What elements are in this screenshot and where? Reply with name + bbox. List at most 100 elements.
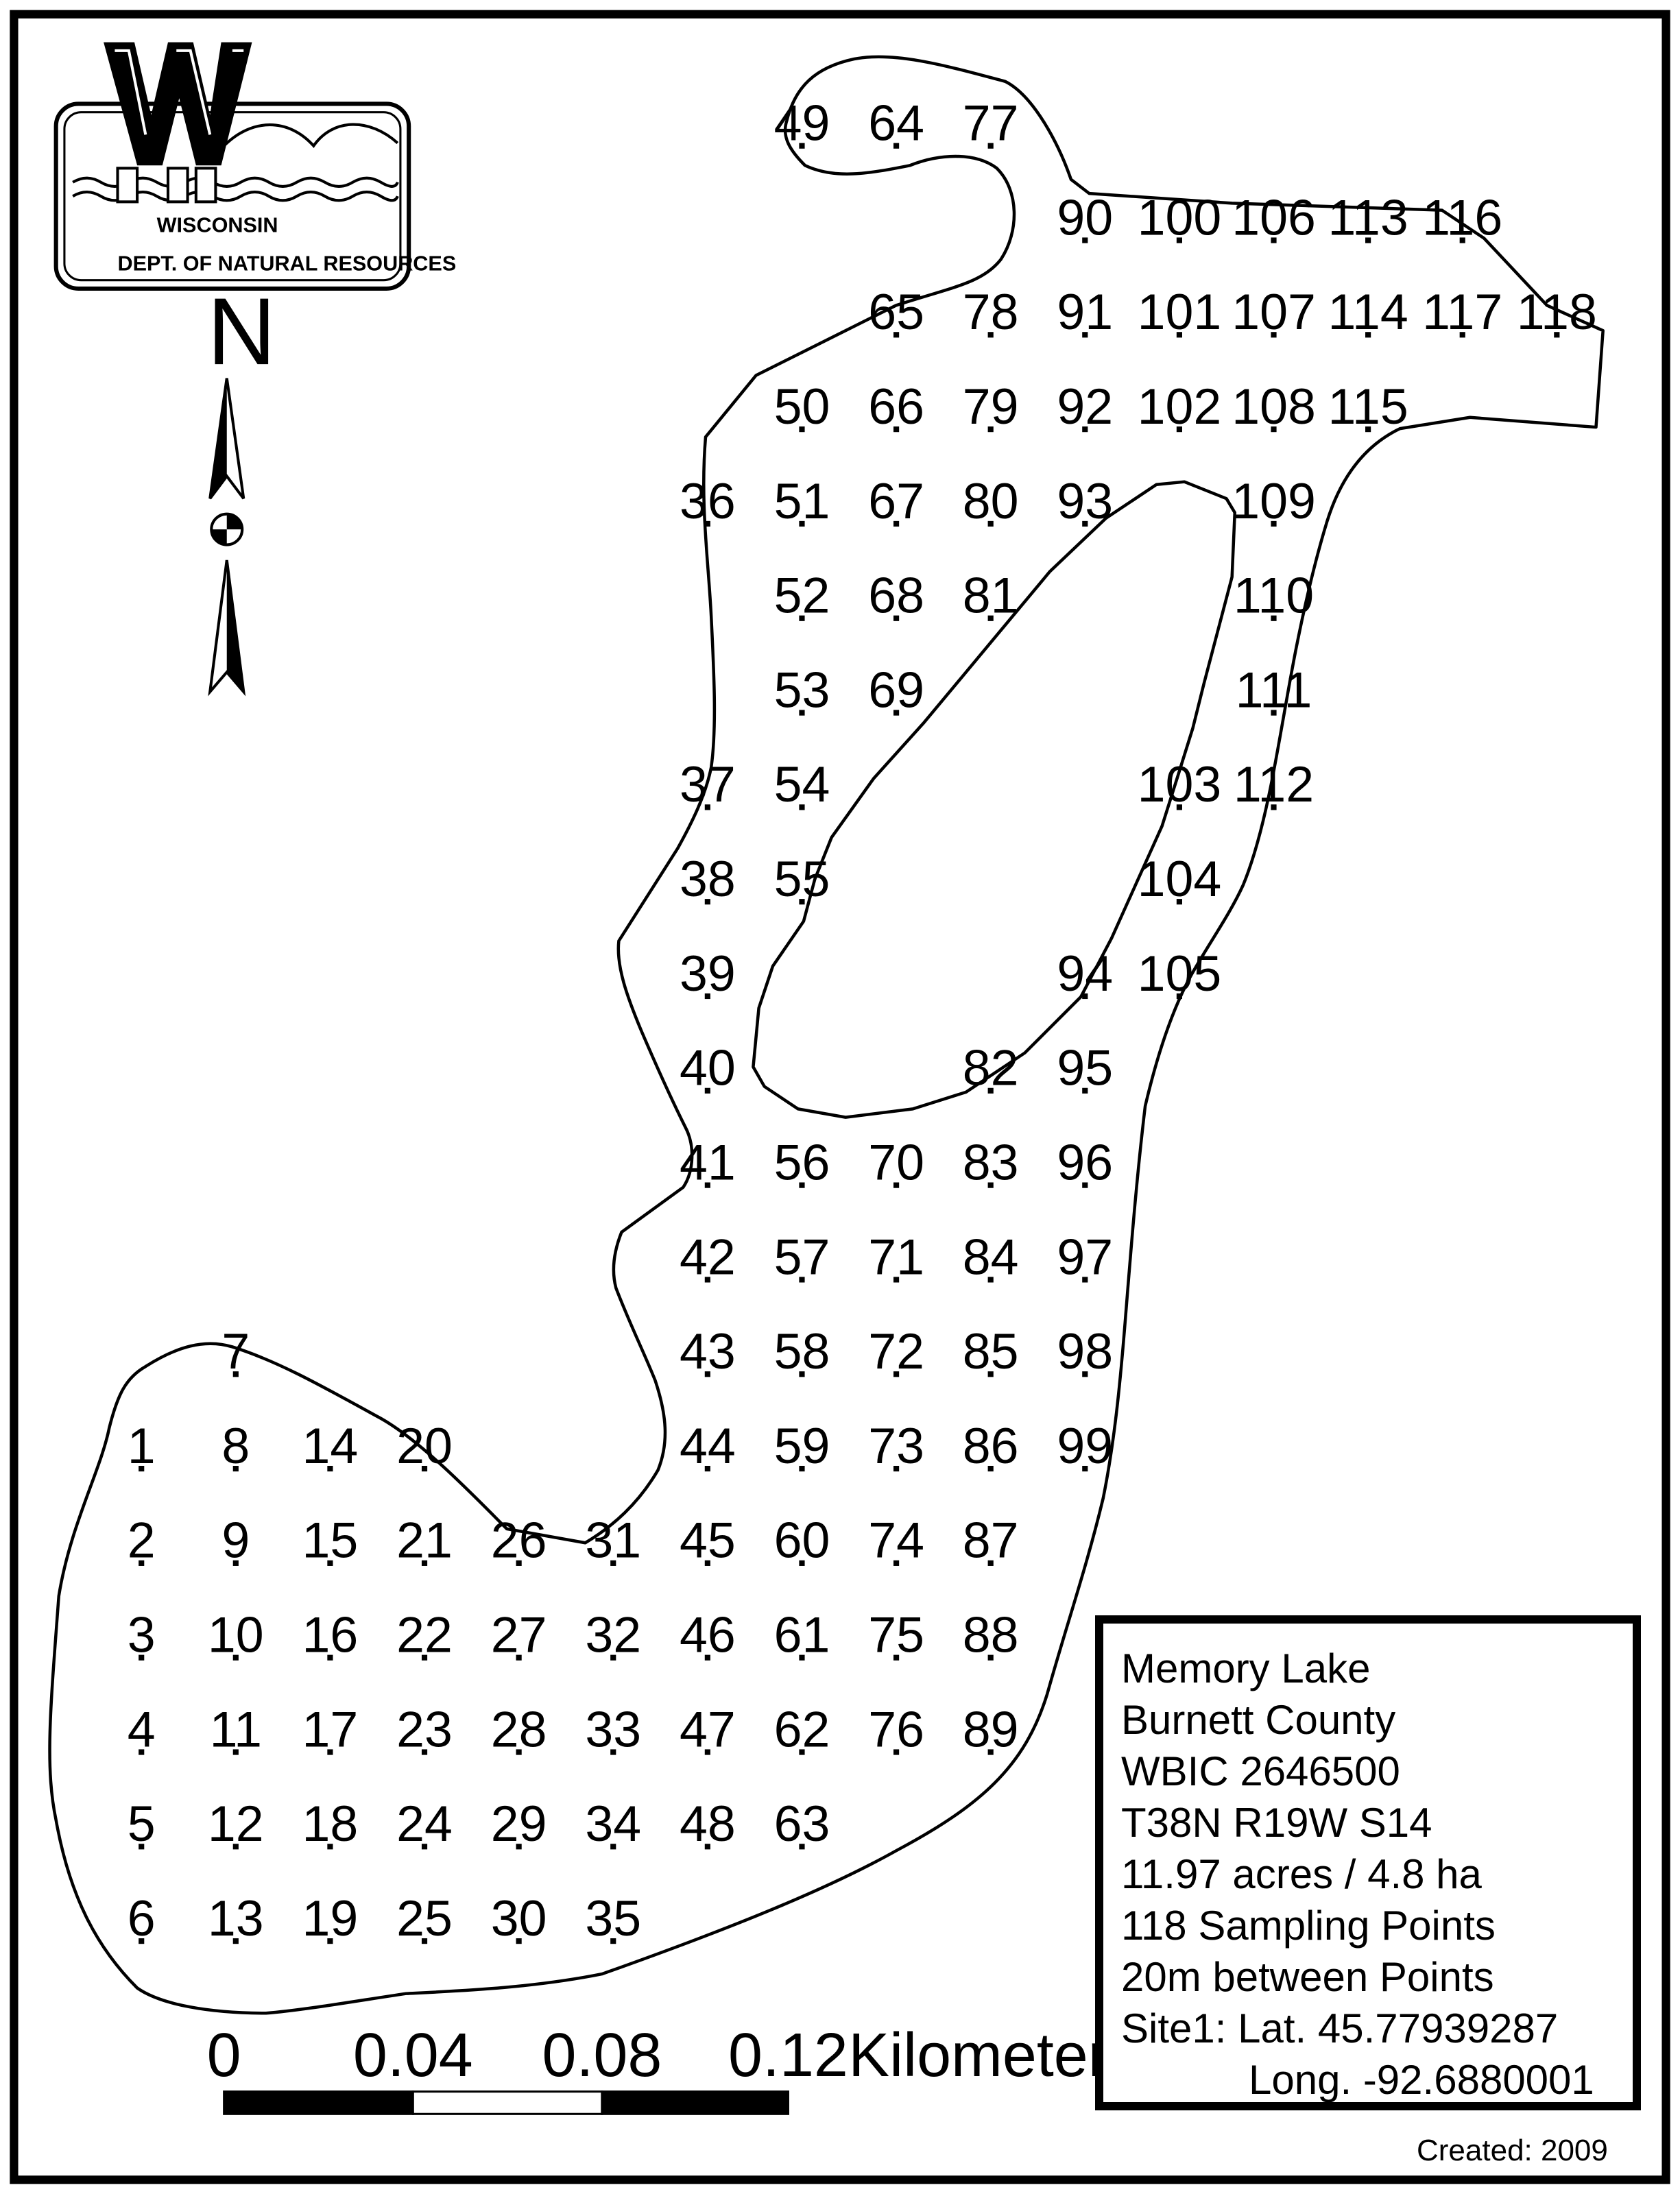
sampling-point: 3 — [128, 1606, 156, 1663]
sampling-point-label: 54 — [774, 756, 830, 812]
sampling-point-marker — [704, 520, 710, 527]
sampling-point-label: 80 — [963, 472, 1019, 529]
sampling-point: 89 — [963, 1700, 1019, 1757]
sampling-point: 79 — [963, 378, 1019, 435]
sampling-point-marker — [1082, 520, 1088, 527]
sampling-point: 98 — [1057, 1323, 1113, 1379]
sampling-point-label: 38 — [680, 850, 736, 907]
sampling-point-label: 109 — [1232, 472, 1316, 529]
sampling-point-marker — [232, 1371, 239, 1377]
sampling-point-label: 103 — [1138, 756, 1222, 812]
sampling-point-marker — [327, 1749, 333, 1755]
sampling-point-label: 102 — [1138, 378, 1222, 435]
sampling-point: 29 — [491, 1795, 547, 1852]
sampling-point: 66 — [868, 378, 924, 435]
sampling-point-marker — [987, 1087, 994, 1094]
sampling-point: 97 — [1057, 1228, 1113, 1285]
sampling-point-label: 64 — [868, 95, 924, 152]
sampling-point-label: 8 — [221, 1417, 250, 1474]
sampling-point: 101 — [1138, 283, 1222, 340]
sampling-point-marker — [610, 1844, 616, 1850]
sampling-point-label: 66 — [868, 378, 924, 435]
sampling-point-label: 118 — [1517, 283, 1597, 340]
sampling-point-marker — [704, 1749, 710, 1755]
sampling-point: 61 — [774, 1606, 830, 1663]
scale-tick-1: 0.04 — [353, 2021, 473, 2090]
sampling-point-marker — [799, 615, 805, 621]
sampling-point-marker — [704, 1371, 710, 1377]
sampling-point-marker — [516, 1560, 522, 1566]
sampling-point-marker — [799, 1844, 805, 1850]
sampling-point-marker — [421, 1938, 428, 1944]
sampling-point-marker — [893, 1371, 900, 1377]
sampling-point: 18 — [302, 1795, 359, 1852]
sampling-point-label: 26 — [491, 1512, 547, 1569]
sampling-point: 57 — [774, 1228, 830, 1285]
sampling-point-label: 24 — [396, 1795, 453, 1852]
sampling-point-label: 113 — [1328, 189, 1408, 245]
sampling-point: 12 — [208, 1795, 264, 1852]
sampling-point: 6 — [128, 1890, 156, 1946]
sampling-point-label: 92 — [1057, 378, 1113, 435]
sampling-point-label: 84 — [963, 1228, 1019, 1285]
sampling-point-label: 81 — [963, 567, 1019, 624]
sampling-point: 33 — [585, 1700, 641, 1757]
sampling-point: 70 — [868, 1133, 924, 1190]
sampling-point: 104 — [1138, 850, 1222, 907]
sampling-point-label: 76 — [868, 1700, 924, 1757]
sampling-point: 78 — [963, 283, 1019, 340]
sampling-point-marker — [799, 1182, 805, 1188]
sampling-point-label: 14 — [302, 1417, 359, 1474]
sampling-point-marker — [327, 1465, 333, 1472]
sampling-point-label: 27 — [491, 1606, 547, 1663]
sampling-point: 7 — [221, 1323, 250, 1379]
sampling-point-marker — [1082, 1087, 1088, 1094]
sampling-point-label: 30 — [491, 1890, 547, 1946]
sampling-point: 96 — [1057, 1133, 1113, 1190]
sampling-point: 69 — [868, 661, 924, 718]
scale-bar: 0 0.04 0.08 0.12 Kilometers — [207, 2021, 1140, 2115]
sampling-point-marker — [1271, 237, 1277, 243]
sampling-point: 95 — [1057, 1039, 1113, 1096]
sampling-point-label: 49 — [774, 95, 830, 152]
sampling-point: 24 — [396, 1795, 453, 1852]
north-arrow-icon: N — [207, 278, 276, 697]
sampling-point-label: 91 — [1057, 283, 1113, 340]
sampling-point-label: 40 — [680, 1039, 736, 1096]
sampling-point-label: 86 — [963, 1417, 1019, 1474]
sampling-point: 71 — [868, 1228, 924, 1285]
sampling-point-marker — [704, 899, 710, 905]
sampling-point: 114 — [1328, 283, 1408, 340]
sampling-point-marker — [987, 426, 994, 433]
sampling-point-label: 51 — [774, 472, 830, 529]
sampling-point: 65 — [868, 283, 924, 340]
sampling-point-marker — [893, 1277, 900, 1283]
sampling-point: 40 — [680, 1039, 736, 1096]
sampling-point-marker — [893, 1465, 900, 1472]
sampling-point-marker — [987, 1654, 994, 1661]
sampling-point-marker — [987, 520, 994, 527]
sampling-point: 81 — [963, 567, 1019, 624]
sampling-point-label: 79 — [963, 378, 1019, 435]
sampling-point-label: 19 — [302, 1890, 359, 1946]
sampling-point: 51 — [774, 472, 830, 529]
sampling-point-marker — [987, 1560, 994, 1566]
sampling-point-marker — [987, 332, 994, 338]
sampling-point: 38 — [680, 850, 736, 907]
sampling-point-label: 62 — [774, 1700, 830, 1757]
sampling-point-marker — [704, 1844, 710, 1850]
sampling-point: 25 — [396, 1890, 453, 1946]
sampling-point-marker — [1082, 332, 1088, 338]
sampling-point: 58 — [774, 1323, 830, 1379]
sampling-point-marker — [232, 1560, 239, 1566]
sampling-point: 9 — [221, 1512, 250, 1569]
sampling-point: 45 — [680, 1512, 736, 1569]
sampling-point-label: 29 — [491, 1795, 547, 1852]
sampling-point-label: 99 — [1057, 1417, 1113, 1474]
sampling-point-marker — [610, 1938, 616, 1944]
sampling-point: 42 — [680, 1228, 736, 1285]
site-latitude: Site1: Lat. 45.77939287 — [1121, 2005, 1559, 2051]
sampling-point: 115 — [1328, 378, 1408, 435]
